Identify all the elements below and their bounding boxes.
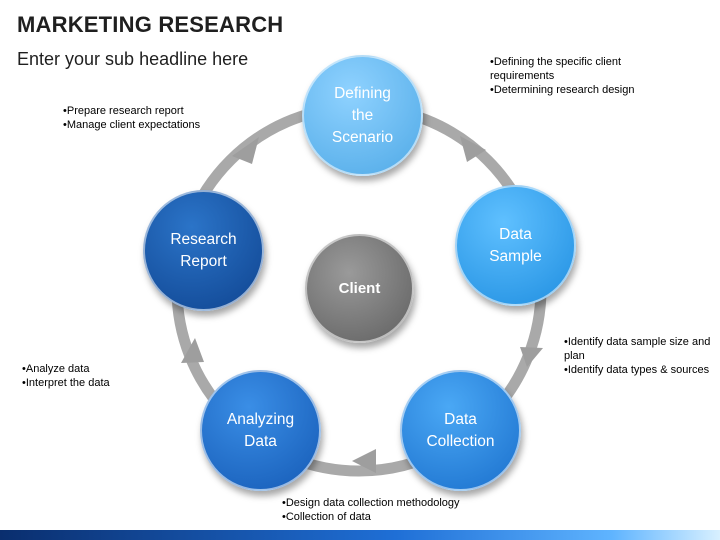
center-node-label: Client xyxy=(338,279,381,297)
note-item: Interpret the data xyxy=(22,376,162,390)
note-item: Collection of data xyxy=(282,510,502,524)
step-node-label: Analyzing Data xyxy=(226,410,295,450)
note-item: Design data collection methodology xyxy=(282,496,502,510)
page-subtitle: Enter your sub headline here xyxy=(17,49,249,69)
note-item: Manage client expectations xyxy=(63,118,263,132)
step-node-label: Data Sample xyxy=(489,225,542,265)
notes-data-sample: Identify data sample size and plan Ident… xyxy=(564,335,716,377)
arrow-icon xyxy=(352,449,376,473)
notes-data-collection: Design data collection methodology Colle… xyxy=(282,496,502,524)
notes-research-report: Prepare research report Manage client ex… xyxy=(63,104,263,132)
note-item: Prepare research report xyxy=(63,104,263,118)
step-node-data-collection: Data Collection xyxy=(400,370,521,491)
step-node-data-sample: Data Sample xyxy=(455,185,576,306)
note-item: Identify data sample size and plan xyxy=(564,335,716,363)
step-node-label: Data Collection xyxy=(426,410,495,450)
step-node-analyzing-data: Analyzing Data xyxy=(200,370,321,491)
step-node-defining-scenario: Defining the Scenario xyxy=(302,55,423,176)
center-node-client: Client xyxy=(305,234,414,343)
page-title: MARKETING RESEARCH xyxy=(17,12,284,37)
note-item: Identify data types & sources xyxy=(564,363,716,377)
note-item: Determining research design xyxy=(490,83,670,97)
step-node-label: Research Report xyxy=(170,230,237,270)
footer-gradient-bar xyxy=(0,530,720,540)
note-item: Analyze data xyxy=(22,362,162,376)
note-item: Defining the specific client requirement… xyxy=(490,55,670,83)
step-node-label: Defining the Scenario xyxy=(331,84,394,146)
arrow-icon xyxy=(520,347,543,367)
step-node-research-report: Research Report xyxy=(143,190,264,311)
arrow-icon xyxy=(460,136,486,162)
notes-analyzing-data: Analyze data Interpret the data xyxy=(22,362,162,390)
notes-defining-scenario: Defining the specific client requirement… xyxy=(490,55,670,97)
arrow-icon xyxy=(232,137,259,164)
arrow-icon xyxy=(181,338,204,363)
